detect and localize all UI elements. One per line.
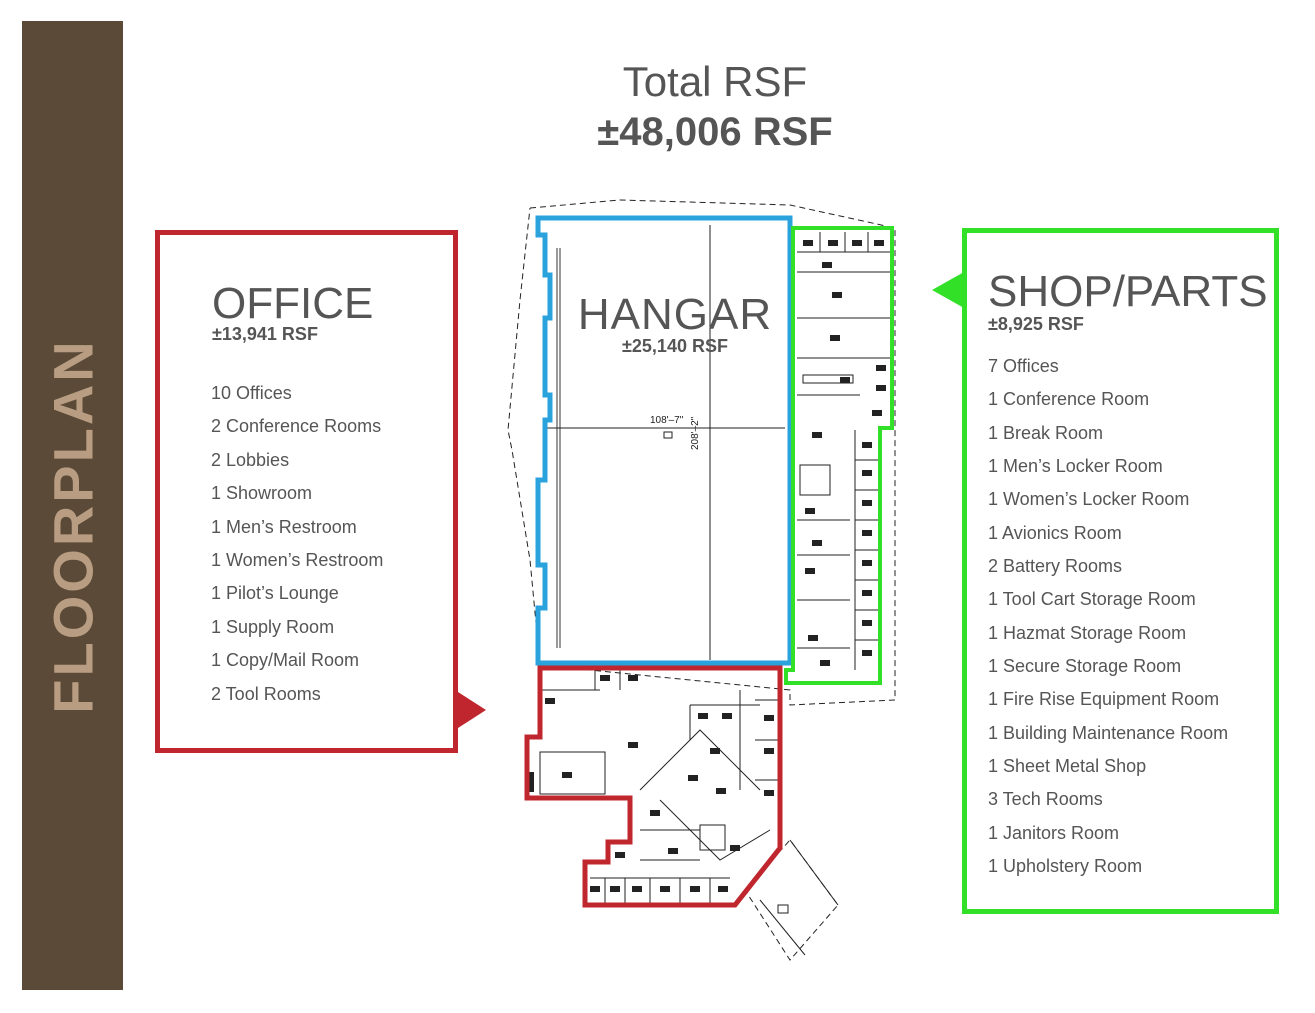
room-list-item: 1 Fire Rise Equipment Room xyxy=(988,689,1220,710)
total-rsf-label: Total RSF xyxy=(622,58,808,105)
shop-parts-title: SHOP/PARTS xyxy=(988,267,1268,316)
room-list-item: 1 Conference Room xyxy=(988,389,1150,410)
room-list-item: 1 Men’s Restroom xyxy=(211,516,357,537)
room-list-item: 1 Secure Storage Room xyxy=(988,656,1182,677)
room-list-item: 3 Tech Rooms xyxy=(988,789,1103,810)
site-outline-dashed xyxy=(507,199,896,706)
hangar-rsf: ±25,140 RSF xyxy=(622,336,728,356)
office-title: OFFICE xyxy=(212,279,374,328)
shop-parts-room-list: 7 Offices 1 Conference Room 1 Break Room 1 … xyxy=(988,355,1228,889)
shop-parts-pointer-arrow xyxy=(932,272,964,308)
room-list-item: 1 Hazmat Storage Room xyxy=(988,622,1187,643)
hangar-title: HANGAR xyxy=(577,290,773,339)
shop-parts-zone-outline xyxy=(784,226,894,685)
sidebar: FLOORPLAN xyxy=(22,21,123,990)
shop-parts-panel: SHOP/PARTS ±8,925 RSF 7 Offices 1 Confere… xyxy=(962,228,1279,914)
room-list-item: 1 Avionics Room xyxy=(988,522,1122,543)
room-list-item: 1 Women’s Locker Room xyxy=(988,489,1190,510)
room-list-item: 7 Offices xyxy=(988,356,1059,376)
room-list-item: 1 Sheet Metal Shop xyxy=(988,756,1147,777)
room-list-item: 1 Janitors Room xyxy=(988,822,1120,843)
room-list-item: 10 Offices xyxy=(211,383,292,403)
office-room-list: 10 Offices 2 Conference Rooms 2 Lobbies 1 S… xyxy=(211,382,383,716)
office-rsf: ±13,941 RSF xyxy=(212,324,318,344)
room-list-item: 1 Break Room xyxy=(988,422,1104,443)
room-list-item: 1 Showroom xyxy=(211,483,313,504)
office-panel: OFFICE ±13,941 RSF 10 Offices 2 Conferenc… xyxy=(155,230,458,753)
shop-parts-rsf: ±8,925 RSF xyxy=(988,314,1084,334)
floorplan-title: FLOORPLAN xyxy=(41,338,104,714)
room-list-item: 2 Lobbies xyxy=(211,449,290,470)
office-zone-outline xyxy=(524,665,783,908)
room-list-item: 2 Conference Rooms xyxy=(211,416,382,437)
hangar-width-dimension: 108'–7" xyxy=(650,415,684,426)
hangar-height-dimension: 208'–2" xyxy=(690,416,701,450)
room-list-item: 1 Copy/Mail Room xyxy=(211,650,360,671)
room-list-item: 2 Tool Rooms xyxy=(211,683,321,704)
room-list-item: 1 Women’s Restroom xyxy=(211,549,384,570)
room-list-item: 1 Men’s Locker Room xyxy=(988,456,1163,477)
room-list-item: 1 Supply Room xyxy=(211,616,335,637)
room-list-item: 1 Tool Cart Storage Room xyxy=(988,589,1196,610)
total-rsf-value: ±48,006 RSF xyxy=(597,110,833,154)
room-list-item: 2 Battery Rooms xyxy=(988,556,1123,577)
room-list-item: 1 Upholstery Room xyxy=(988,856,1143,877)
room-list-item: 1 Pilot’s Lounge xyxy=(211,583,339,604)
hangar-zone-outline xyxy=(535,215,793,666)
room-list-item: 1 Building Maintenance Room xyxy=(988,722,1229,743)
office-pointer-arrow xyxy=(458,692,486,728)
floorplan-drawing xyxy=(507,199,896,961)
